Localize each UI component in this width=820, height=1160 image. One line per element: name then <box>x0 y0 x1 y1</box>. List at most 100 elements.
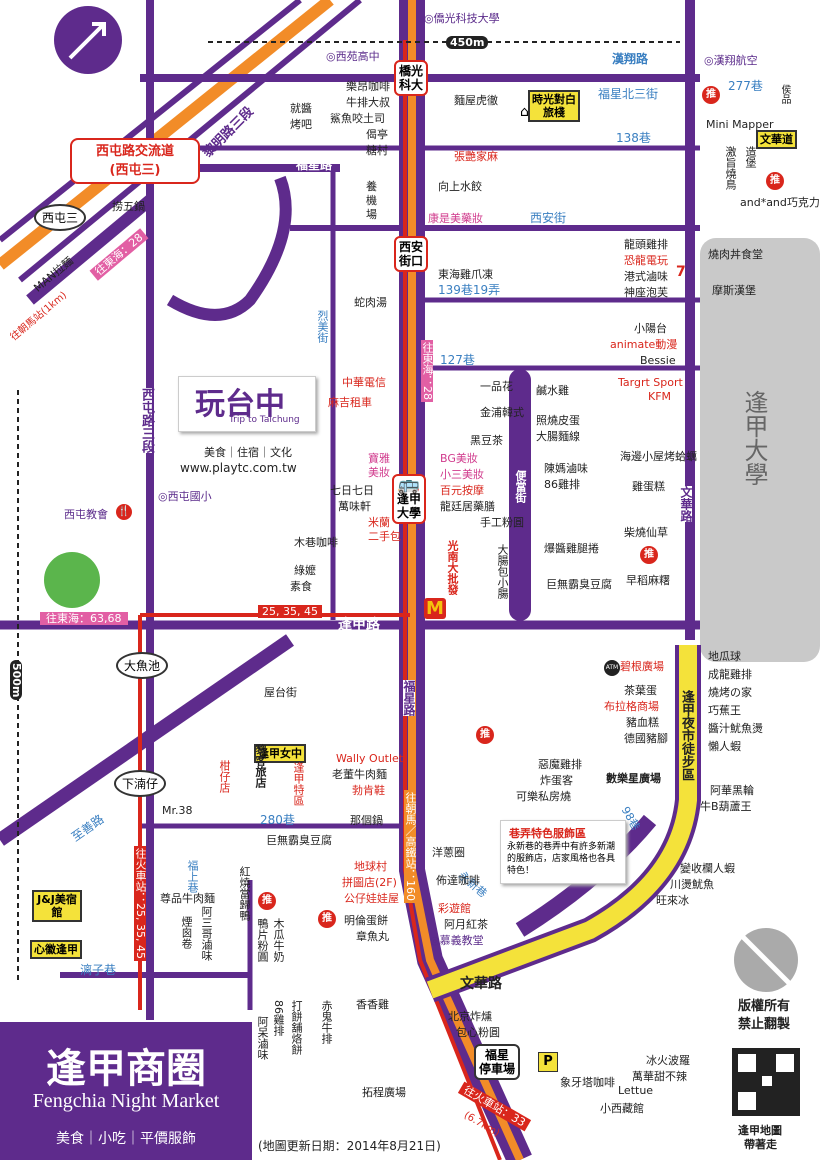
shop: 照燒皮蛋 <box>536 414 580 427</box>
shop: 養 <box>366 180 377 193</box>
atm-icon: ATM <box>604 660 620 676</box>
shop: 大腸包小腸 <box>496 544 509 599</box>
shop: and*and巧克力 <box>740 196 820 209</box>
road-xian: 西安街 <box>530 211 567 225</box>
recommend-icon: 推 <box>476 726 494 744</box>
shop: 變收欄人蝦 <box>680 862 735 875</box>
shop: KFM <box>648 390 672 403</box>
station-xian-jk[interactable]: 西安 街口 <box>394 236 429 272</box>
shop: Mr.38 <box>162 804 193 817</box>
stop-fuxing-parking[interactable]: 福星 停車場 <box>474 1044 521 1080</box>
shop: 神座泡芙 <box>624 286 668 299</box>
shop: 紅燒當歸鴨 <box>238 866 251 921</box>
alley-info-title: 巷弄特色服飾區 <box>509 827 586 840</box>
scale-vertical: 500m <box>10 660 23 701</box>
shop: 鯊魚咬土司 <box>330 112 385 125</box>
landmark-xitun-jct-line2: (西屯三) <box>109 163 161 178</box>
shop: 可樂私房燒 <box>516 790 571 803</box>
shop: 老董牛肉麵 <box>332 768 387 781</box>
house-icon: ⌂ <box>520 104 529 120</box>
bus-icon: 🚌 <box>397 474 421 495</box>
shop: 陳媽滷味 <box>544 462 588 475</box>
road-liemei: 烈美街 <box>316 310 329 343</box>
stop-xitun3: 西屯三 <box>34 204 87 231</box>
road-fengjia: 逢甲路 <box>338 617 380 633</box>
shop: 康是美藥妝 <box>428 212 483 225</box>
shop: 龍頭雞排 <box>624 238 668 251</box>
shop-shiguang: 時光對白旅棧 <box>528 90 580 122</box>
shop: Bessie <box>640 354 676 367</box>
station-fengjia[interactable]: 🚌 逢甲 大學 <box>392 474 427 524</box>
road-wenhua-vertical: 文華路 <box>679 486 693 522</box>
shop: 地瓜球 <box>708 650 741 663</box>
scale-horizontal: 450m <box>446 36 489 49</box>
road-hanxiang: 漢翔路 <box>612 52 649 66</box>
qr-code-icon <box>732 1048 800 1116</box>
shop: 恐龍電玩 <box>624 254 668 267</box>
shop: 偈亭 <box>366 128 388 141</box>
shop: 逢甲特區 <box>292 762 305 806</box>
shop: 赤鬼牛排 <box>320 1000 333 1044</box>
shop: 燒烤の家 <box>708 686 752 699</box>
shop: 巨無霸臭豆腐 <box>546 578 612 591</box>
shop: 公仔娃娃屋 <box>344 892 399 905</box>
station-xian-jk-line1: 西安 <box>399 240 424 254</box>
shop: 包心粉圓 <box>456 1026 500 1039</box>
copyright-line2: 禁止翻製 <box>738 1017 791 1032</box>
alley-info-card: 巷弄特色服飾區 永新巷的巷弄中有許多新潮的服飾店，店家風格也各具特色！ <box>500 820 626 884</box>
shop: 米蘭 <box>368 516 390 529</box>
bus-donghai-6368: 往東海：63,68 <box>40 612 128 625</box>
shop: 勃肯鞋 <box>352 784 385 797</box>
road-xitun: 西屯路三段 <box>139 388 154 453</box>
shop: 章魚丸 <box>356 930 389 943</box>
shop: 冰火波羅 <box>646 1054 690 1067</box>
landmark-night-market: 逢甲夜市徒步區 <box>679 690 694 781</box>
shop: 佈達咖啡 <box>436 874 480 887</box>
shop: 木瓜牛奶 <box>272 918 285 962</box>
road-biandang: 便當街 <box>514 470 527 503</box>
bus-to-train: 往火車站：25, 35, 45 <box>134 846 147 961</box>
road-lane127: 127巷 <box>440 353 475 367</box>
shop: 拼圖店(2F) <box>342 876 397 889</box>
shop: 數樂星廣場 <box>606 772 661 785</box>
shop-jj: J&J美宿館 <box>32 890 82 922</box>
restaurant-icon: 🍴 <box>116 504 132 520</box>
shop: 布拉格商場 <box>604 700 659 713</box>
brand-logo-en: Trip to Taichung <box>229 415 300 425</box>
shop: 大腸麵線 <box>536 430 580 443</box>
shop: 早稻麻糬 <box>626 574 670 587</box>
stop-fuxing-parking-line1: 福星 <box>485 1048 510 1062</box>
shop: 麵屋虎徹 <box>454 94 498 107</box>
shop: 雞蛋糕 <box>632 480 665 493</box>
road-lane139: 139巷19弄 <box>438 283 501 297</box>
shop: 醬汁魷魚燙 <box>708 722 763 735</box>
shop: 機 <box>366 194 377 207</box>
station-qiaoguang[interactable]: 橋光 科大 <box>394 60 429 96</box>
park-icon <box>44 552 100 608</box>
shop: 懶人蝦 <box>708 740 741 753</box>
brand-url: www.playtc.com.tw <box>180 461 297 475</box>
shop: 一品花 <box>480 380 513 393</box>
shop: 川燙魷魚 <box>670 878 714 891</box>
shop-huicun-banner: 逢甲女中 <box>254 744 306 763</box>
map-title: 逢甲商圈 <box>46 1046 206 1092</box>
shop: 阿三哥滷味 <box>200 906 213 961</box>
shop: 86雞排 <box>544 478 580 491</box>
mcdonalds-icon: M <box>424 598 446 619</box>
no-copy-icon <box>734 928 798 992</box>
shop: animate動漫 <box>610 338 678 351</box>
road-fushang: 福上巷 <box>186 860 199 893</box>
shop: 黑豆茶 <box>470 434 503 447</box>
shop: 鹹水雞 <box>536 384 569 397</box>
shop: 爆醬雞腿捲 <box>544 542 599 555</box>
shop: 張艷家麻 <box>454 150 498 163</box>
station-fengjia-line2: 大學 <box>397 506 422 520</box>
road-fuxing-north3: 福星北三街 <box>598 87 659 101</box>
shop: 百元按摩 <box>440 484 484 497</box>
update-date: (地圖更新日期：2014年8月21日) <box>258 1139 441 1153</box>
fengjia-univ-block <box>700 238 820 662</box>
landmark-hanxiang-aero: ◎漢翔航空 <box>704 54 758 67</box>
road-wenhua-horizontal: 文華路 <box>460 976 502 992</box>
landmark-xitun-elem: ◎西屯國小 <box>158 490 212 503</box>
shop: 中華電信 <box>342 376 386 389</box>
